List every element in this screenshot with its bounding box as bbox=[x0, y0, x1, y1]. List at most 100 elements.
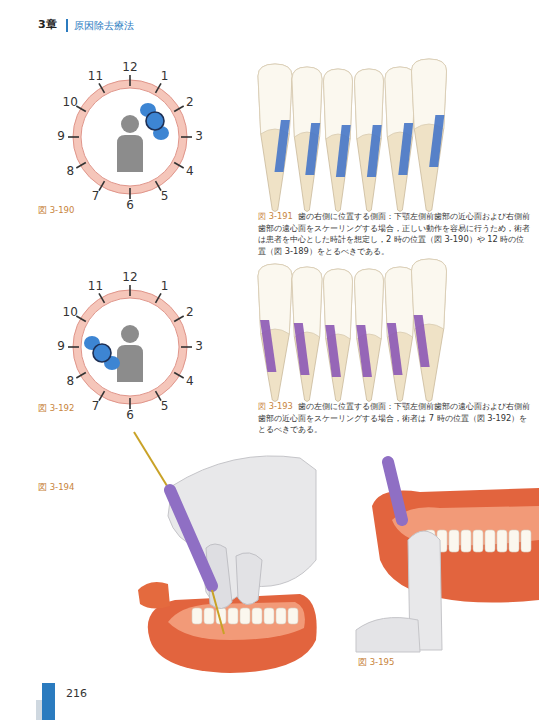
figure-number: 図 3-194 bbox=[38, 483, 74, 492]
operator-head bbox=[146, 112, 164, 130]
clock-tick bbox=[99, 181, 105, 191]
clock-number: 3 bbox=[195, 340, 203, 353]
figure-number: 図 3-195 bbox=[358, 658, 394, 667]
figure-number: 図 3-193 bbox=[258, 401, 293, 411]
page-tab bbox=[42, 683, 55, 720]
clock-tick bbox=[181, 346, 192, 348]
clock-number: 7 bbox=[92, 190, 100, 203]
clock-number: 1 bbox=[161, 281, 169, 294]
clock-tick bbox=[129, 398, 131, 409]
tooth-root bbox=[385, 67, 415, 212]
clock-tick bbox=[99, 293, 105, 303]
instrument-tip bbox=[212, 590, 224, 634]
tooth-root bbox=[412, 59, 447, 212]
model-tooth bbox=[204, 608, 214, 624]
page-number: 216 bbox=[66, 688, 87, 700]
scaling-surface bbox=[387, 323, 403, 375]
tooth-root bbox=[324, 69, 353, 212]
clock-tick bbox=[99, 83, 105, 93]
tooth-root bbox=[355, 269, 384, 402]
clock-tick bbox=[68, 346, 79, 348]
model-gum bbox=[168, 602, 305, 640]
model-tooth bbox=[276, 608, 286, 624]
clock-number: 8 bbox=[66, 165, 74, 178]
patient-body bbox=[117, 135, 143, 172]
model-tooth bbox=[461, 530, 471, 552]
tooth-row bbox=[258, 259, 447, 402]
model-tooth bbox=[252, 608, 262, 624]
scaling-surface bbox=[294, 323, 310, 375]
model-tooth bbox=[228, 608, 238, 624]
clock-face bbox=[81, 298, 179, 396]
clock-ring bbox=[73, 290, 187, 404]
clock-number: 12 bbox=[122, 271, 137, 284]
caption-text: 歯の右側に位置する側面：下顎左側前歯部の近心面および右側前歯部の遠心面をスケーリ… bbox=[258, 211, 530, 256]
clock-tick bbox=[156, 391, 162, 401]
clock-number: 1 bbox=[161, 71, 169, 84]
tooth-root bbox=[385, 267, 415, 402]
tooth-root bbox=[258, 264, 292, 402]
model-tooth bbox=[509, 530, 519, 552]
scaling-surface bbox=[429, 115, 444, 167]
instrument-handle bbox=[170, 490, 212, 586]
patient-head bbox=[121, 325, 139, 343]
tooth-root bbox=[258, 64, 292, 212]
clock-tick bbox=[156, 83, 162, 93]
scaling-surface bbox=[260, 320, 276, 372]
clock-tick bbox=[68, 136, 79, 138]
clock-number: 2 bbox=[186, 306, 194, 319]
clock-tick bbox=[174, 373, 184, 379]
glove-hand bbox=[356, 618, 420, 652]
scaling-surface bbox=[325, 325, 341, 377]
model-tooth bbox=[485, 530, 495, 552]
clock-number: 4 bbox=[186, 165, 194, 178]
tooth-root bbox=[292, 67, 322, 212]
figure-number: 図 3-191 bbox=[258, 211, 293, 221]
clock-tick bbox=[174, 163, 184, 169]
clock-number: 10 bbox=[63, 96, 78, 109]
tooth-root bbox=[324, 269, 353, 402]
clock-number: 6 bbox=[126, 409, 134, 422]
chapter-header: 原因除去療法 bbox=[74, 20, 134, 31]
clock-tick bbox=[174, 106, 184, 112]
clock-tick bbox=[99, 391, 105, 401]
clock-tick bbox=[156, 181, 162, 191]
chapter-header: 3章 bbox=[38, 19, 57, 31]
clock-diagram bbox=[68, 75, 192, 199]
clock-diagram bbox=[68, 285, 192, 409]
clock-number: 8 bbox=[66, 375, 74, 388]
figure-caption: 図 3-193歯の左側に位置する側面：下顎左側前歯部の遠心面および右側前歯部の近… bbox=[258, 401, 530, 436]
clock-tick bbox=[156, 293, 162, 303]
clock-number: 3 bbox=[195, 130, 203, 143]
model-left bbox=[138, 582, 170, 609]
clock-number: 5 bbox=[161, 400, 169, 413]
clock-ring bbox=[73, 80, 187, 194]
instrument-shank bbox=[134, 432, 172, 494]
instrument-handle bbox=[388, 462, 402, 520]
caption-text: 歯の左側に位置する側面：下顎左側前歯部の遠心面および右側前歯部の近心面をスケーリ… bbox=[258, 401, 530, 434]
clock-tick bbox=[76, 373, 86, 379]
clock-number: 9 bbox=[57, 130, 65, 143]
scaling-surface bbox=[275, 120, 290, 172]
model-tooth bbox=[521, 530, 531, 552]
patient-head bbox=[121, 115, 139, 133]
scaling-surface bbox=[367, 125, 382, 177]
clock-tick bbox=[174, 316, 184, 322]
clock-number: 7 bbox=[92, 400, 100, 413]
clock-number: 6 bbox=[126, 199, 134, 212]
model-tooth bbox=[264, 608, 274, 624]
scaling-surface bbox=[356, 325, 372, 377]
clock-number: 4 bbox=[186, 375, 194, 388]
photo-scaling bbox=[356, 462, 539, 652]
page-tab-shade bbox=[36, 700, 42, 720]
clock-tick bbox=[129, 75, 131, 86]
model-tooth bbox=[240, 608, 250, 624]
tooth-root bbox=[355, 69, 384, 212]
header-divider bbox=[66, 19, 68, 32]
tooth-root bbox=[292, 267, 322, 402]
scaling-surface bbox=[398, 123, 413, 175]
figure-caption: 図 3-191歯の右側に位置する側面：下顎左側前歯部の近心面および右側前歯部の遠… bbox=[258, 211, 530, 257]
photo-scaling bbox=[134, 432, 317, 673]
